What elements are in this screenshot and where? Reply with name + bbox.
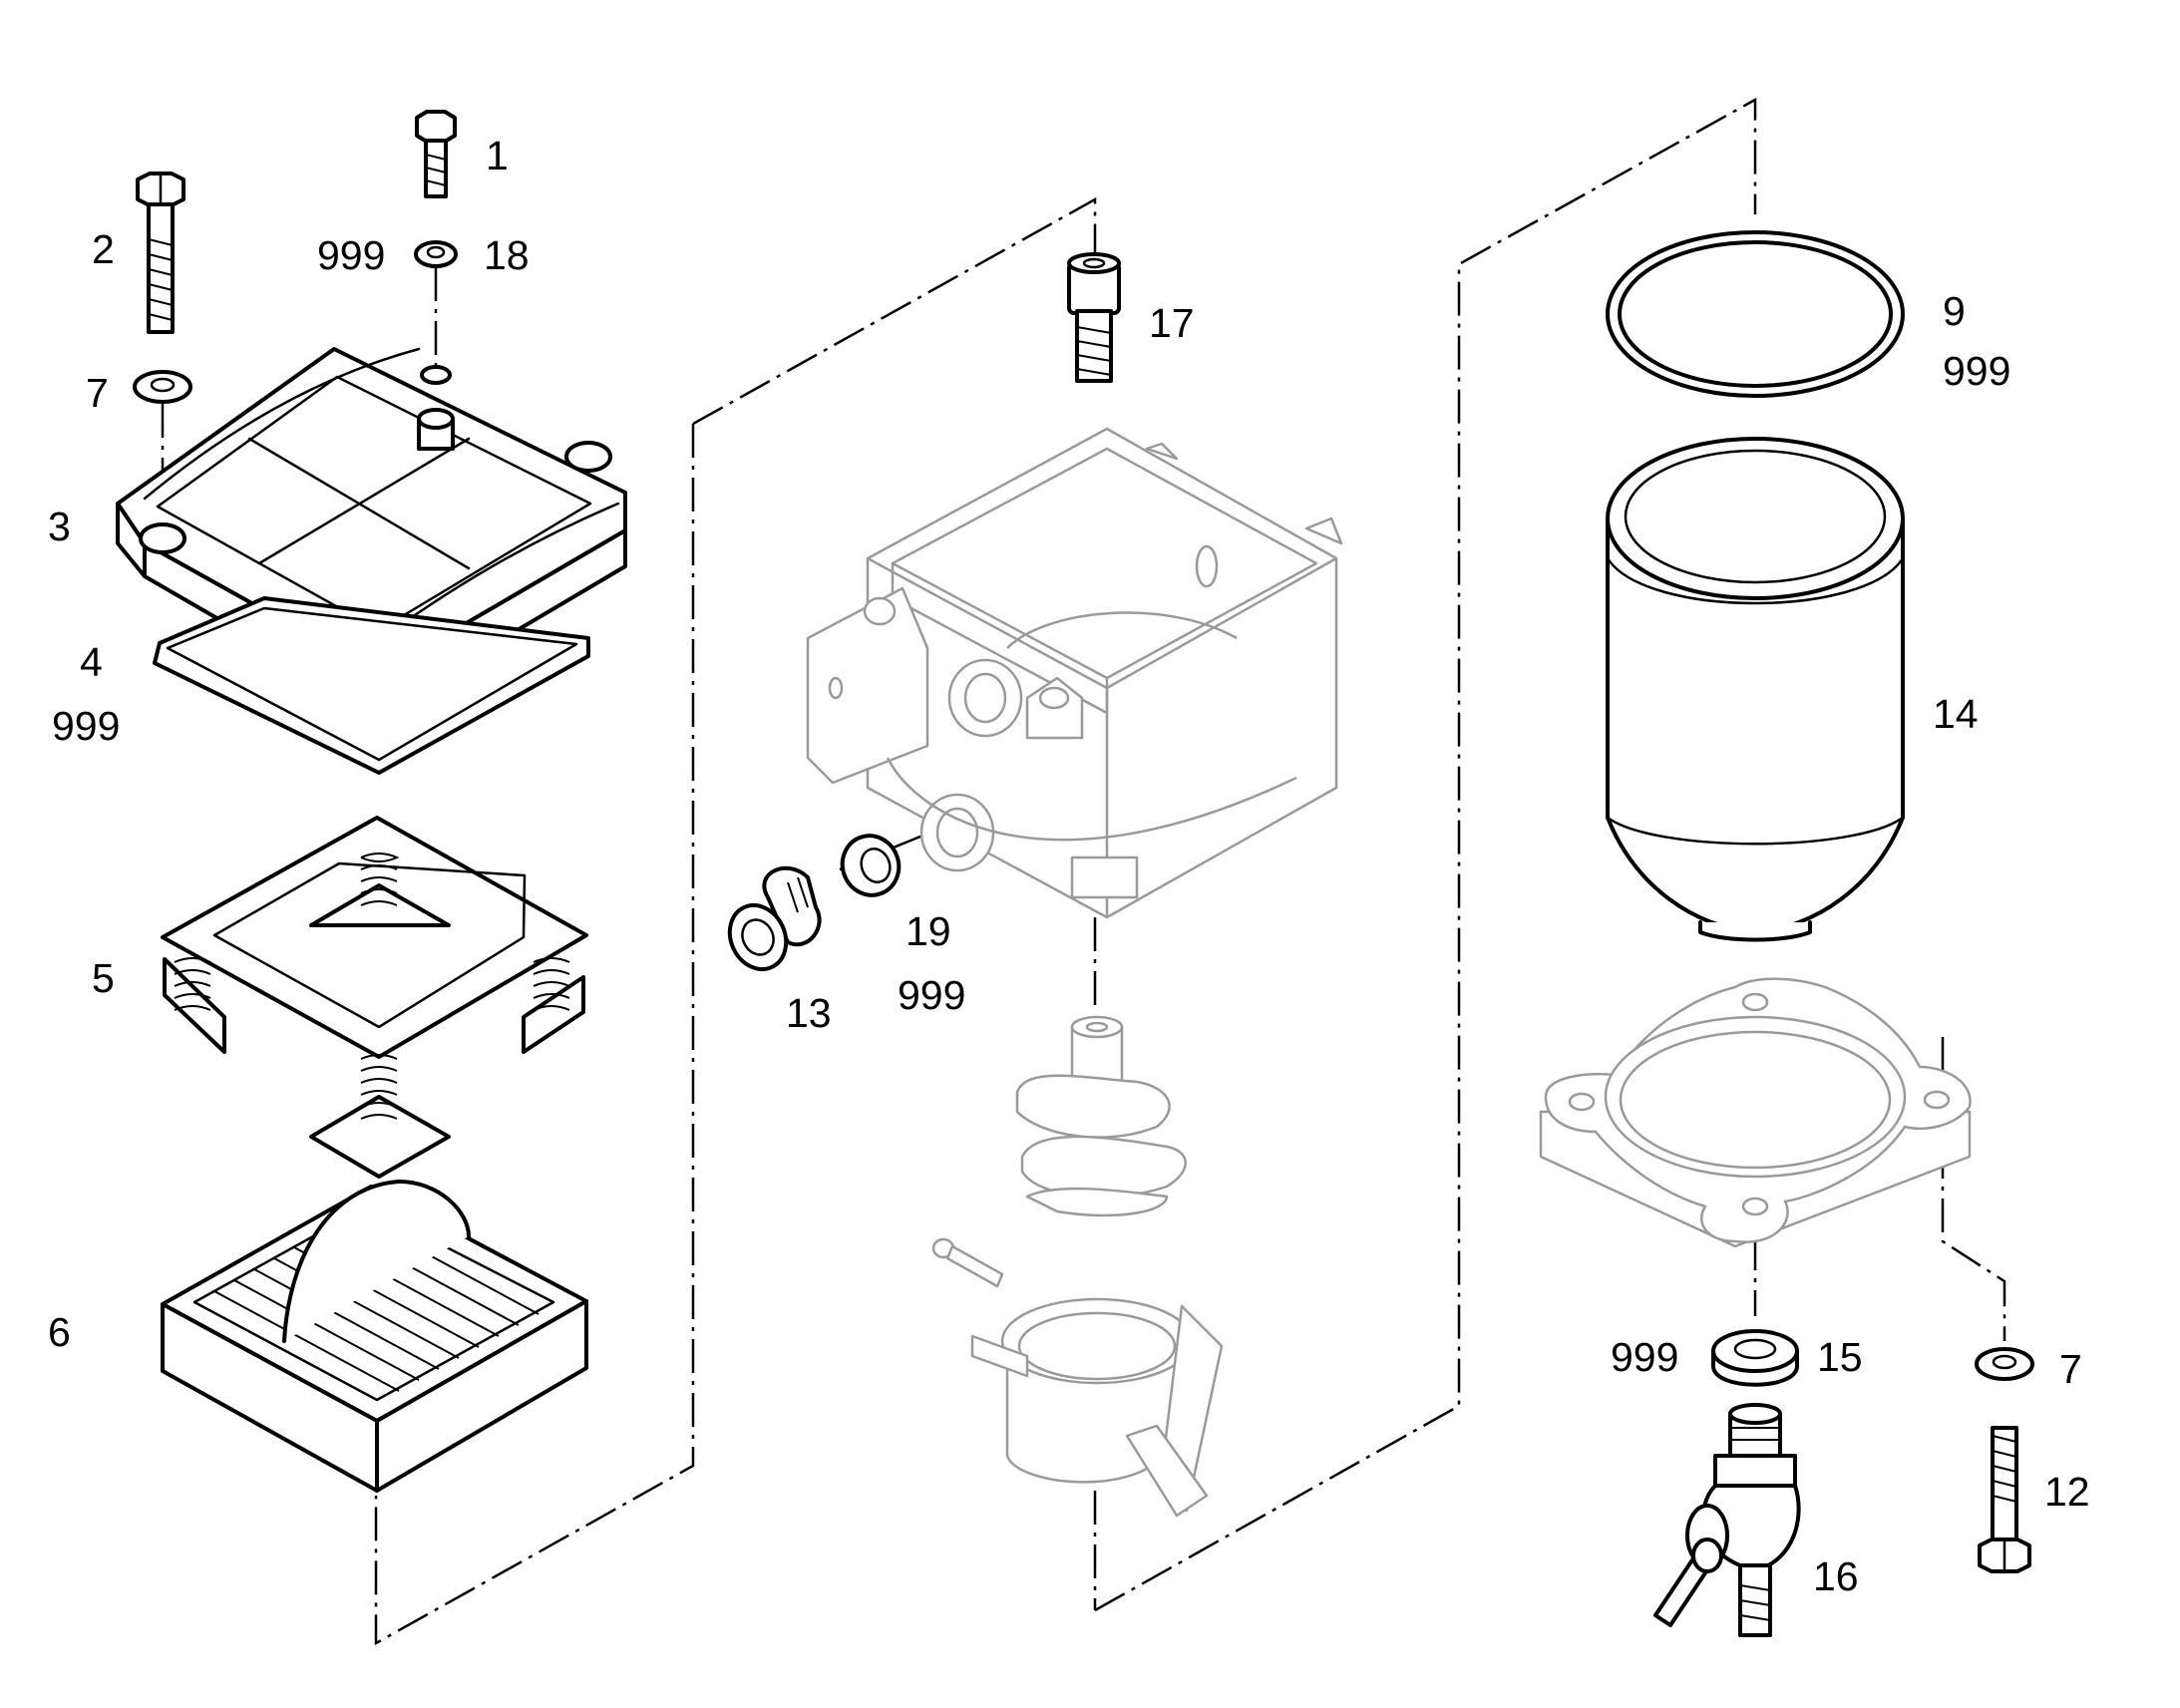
- callout-2: 2: [92, 226, 115, 272]
- callout-1: 1: [486, 133, 509, 178]
- callout-18: 18: [484, 232, 530, 278]
- deflector-sleeve: [970, 1297, 1224, 1518]
- gasket-part-4: [153, 596, 590, 775]
- drain-plug-part-13: [727, 865, 822, 972]
- callout-17: 17: [1149, 300, 1195, 346]
- callout-7: 7: [86, 370, 109, 416]
- washer-part-15: [1711, 1329, 1799, 1387]
- o-ring-part-9: [1606, 230, 1905, 398]
- bolt-part-2: [136, 171, 185, 334]
- callout-999: 999: [898, 972, 965, 1018]
- callout-999: 999: [1943, 348, 2010, 394]
- bolt-part-1: [415, 110, 457, 198]
- callout-999: 999: [1611, 1334, 1678, 1380]
- callout-7: 7: [2059, 1346, 2082, 1392]
- auger-insert: [1015, 1015, 1187, 1217]
- bowl-part-14: [1606, 437, 1905, 942]
- seal-ring-part-19: [840, 834, 902, 897]
- drain-cock-part-16: [1653, 1403, 1801, 1637]
- mounting-flange: [1539, 977, 1972, 1248]
- cap-screw-part-17: [1067, 252, 1121, 383]
- callout-19: 19: [906, 908, 951, 954]
- filter-element-part-6: [161, 1180, 588, 1493]
- callout-999: 999: [317, 232, 385, 278]
- callout-15: 15: [1817, 1334, 1863, 1380]
- callout-16: 16: [1813, 1553, 1859, 1599]
- self-tapping-screw: [931, 1237, 1004, 1288]
- callout-13: 13: [786, 990, 832, 1036]
- washer-part-18: [414, 240, 458, 268]
- callout-4: 4: [80, 639, 103, 685]
- washer-part-7-left: [133, 370, 192, 404]
- callout-6: 6: [48, 1309, 71, 1355]
- callout-12: 12: [2044, 1469, 2090, 1515]
- spring-plate-part-5: [161, 816, 588, 1179]
- washer-part-7-right: [1975, 1347, 2034, 1381]
- callout-9: 9: [1943, 288, 1966, 334]
- callout-labels: 1 2 18 999 7 3 4 999 5 6 17 19 999 13 9 …: [48, 133, 2090, 1599]
- bolt-part-12: [1978, 1426, 2031, 1573]
- callout-999: 999: [52, 703, 120, 749]
- callout-5: 5: [92, 955, 115, 1001]
- callout-14: 14: [1933, 691, 1979, 737]
- filter-housing: [806, 427, 1343, 919]
- callout-3: 3: [48, 504, 71, 549]
